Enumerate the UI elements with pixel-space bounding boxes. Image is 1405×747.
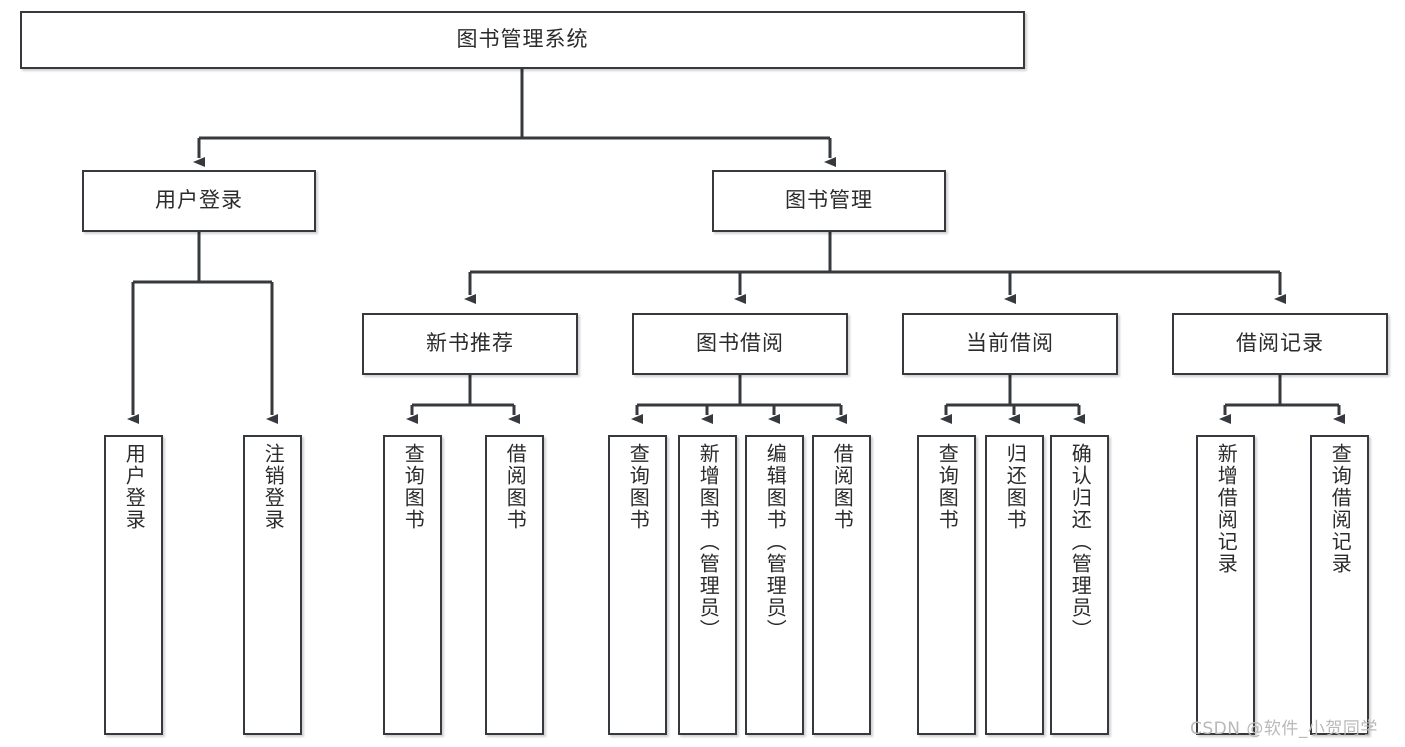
leaf-current-borrow-confirm-return-admin[interactable]: 确认归还（管理员） [1050,435,1109,735]
leaf-current-borrow-query-book[interactable]: 查询图书 [917,435,976,735]
node-label: 当前借阅 [966,331,1054,356]
node-label: 查询借阅记录 [1328,443,1353,575]
node-label: 查询图书 [401,443,426,531]
node-label: 新书推荐 [426,331,514,356]
node-label: 用户登录 [122,443,147,531]
leaf-book-borrow-edit-book-admin[interactable]: 编辑图书（管理员） [745,435,804,735]
node-user-login[interactable]: 用户登录 [82,170,316,232]
node-label: 编辑图书（管理员） [763,443,788,641]
leaf-book-borrow-add-book-admin[interactable]: 新增图书（管理员） [678,435,737,735]
node-label: 图书借阅 [696,331,784,356]
node-label: 用户登录 [155,188,243,213]
node-root-system[interactable]: 图书管理系统 [20,11,1025,69]
leaf-current-borrow-return-book[interactable]: 归还图书 [985,435,1044,735]
node-borrow-record[interactable]: 借阅记录 [1172,313,1388,375]
node-label: 归还图书 [1003,443,1028,531]
node-new-book-recommend[interactable]: 新书推荐 [362,313,578,375]
node-label: 注销登录 [261,443,286,531]
node-label: 确认归还（管理员） [1068,443,1093,641]
node-label: 借阅图书 [830,443,855,531]
leaf-book-borrow-query-book[interactable]: 查询图书 [608,435,667,735]
leaf-borrow-record-add-record[interactable]: 新增借阅记录 [1196,435,1255,735]
node-book-management[interactable]: 图书管理 [712,170,946,232]
node-current-borrow[interactable]: 当前借阅 [902,313,1118,375]
leaf-new-book-borrow-book[interactable]: 借阅图书 [485,435,544,735]
node-label: 新增借阅记录 [1214,443,1239,575]
leaf-user-login-logout[interactable]: 注销登录 [243,435,302,735]
csdn-watermark: CSDN @软件_小贺同学 [1190,719,1378,739]
leaf-borrow-record-query-record[interactable]: 查询借阅记录 [1310,435,1369,735]
leaf-new-book-query-book[interactable]: 查询图书 [383,435,442,735]
node-label: 图书管理 [785,188,873,213]
leaf-book-borrow-borrow-book[interactable]: 借阅图书 [812,435,871,735]
node-label: 新增图书（管理员） [696,443,721,641]
node-book-borrow[interactable]: 图书借阅 [632,313,848,375]
node-label: 借阅记录 [1236,331,1324,356]
leaf-user-login-do-login[interactable]: 用户登录 [104,435,163,735]
node-label: 查询图书 [626,443,651,531]
node-label: 查询图书 [935,443,960,531]
node-label: 借阅图书 [503,443,528,531]
node-label: 图书管理系统 [456,27,589,52]
